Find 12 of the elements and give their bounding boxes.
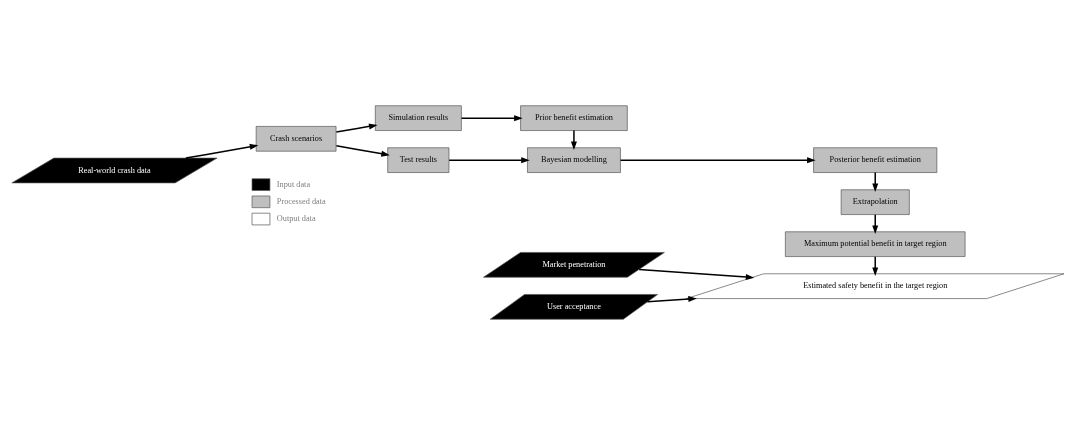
- arrow: [460, 115, 523, 122]
- arrow: [619, 157, 816, 164]
- arrow: [872, 171, 879, 192]
- arrow: [185, 143, 259, 159]
- arrow: [335, 123, 378, 133]
- arrow: [872, 255, 879, 276]
- arrow: [335, 145, 390, 157]
- arrow: [872, 213, 879, 234]
- arrow: [448, 157, 530, 164]
- arrow: [638, 268, 755, 281]
- arrow: [570, 129, 577, 150]
- arrow: [646, 296, 697, 303]
